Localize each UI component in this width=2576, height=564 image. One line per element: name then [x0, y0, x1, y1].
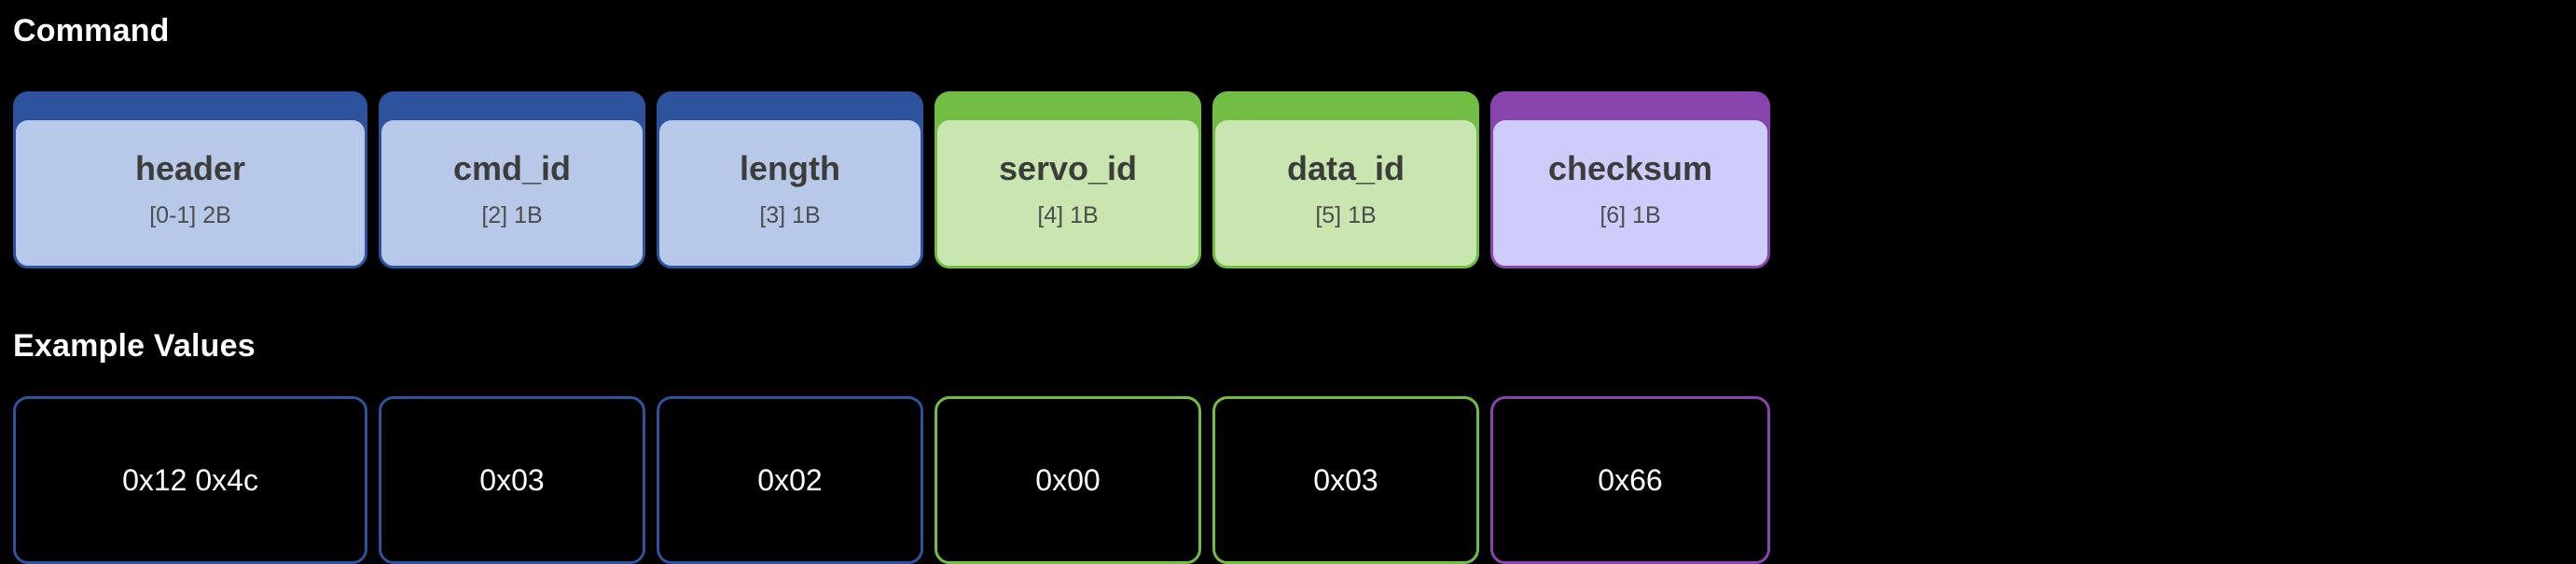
packet-field-header[interactable]: header [0-1] 2B [13, 91, 367, 268]
example-value-label: 0x00 [1035, 462, 1101, 497]
command-field-row: header [0-1] 2B cmd_id [2] 1B length [3] 1B se… [13, 91, 1770, 268]
example-value-box[interactable]: 0x00 [935, 396, 1201, 564]
field-name-label: length [740, 148, 840, 187]
example-values-section-title: Example Values [13, 328, 256, 364]
field-body-checksum: checksum [6] 1B [1490, 117, 1770, 268]
example-value-label: 0x02 [757, 462, 823, 497]
field-body-cmd-id: cmd_id [2] 1B [379, 117, 645, 268]
field-name-label: servo_id [998, 148, 1138, 187]
field-name-label: header [134, 148, 246, 187]
field-body-data-id: data_id [5] 1B [1212, 117, 1479, 268]
example-value-label: 0x66 [1598, 462, 1663, 497]
example-value-label: 0x12 0x4c [122, 462, 258, 497]
field-name-label: data_id [1286, 148, 1406, 187]
field-name-label: checksum [1547, 148, 1713, 187]
packet-diagram-canvas: Command header [0-1] 2B cmd_id [2] 1B length… [13, 13, 1770, 564]
example-value-box[interactable]: 0x03 [1212, 396, 1479, 564]
command-section-title: Command [13, 13, 170, 48]
packet-field-servo-id[interactable]: servo_id [4] 1B [935, 91, 1201, 268]
packet-field-cmd-id[interactable]: cmd_id [2] 1B [379, 91, 645, 268]
field-body-servo-id: servo_id [4] 1B [935, 117, 1201, 268]
packet-field-data-id[interactable]: data_id [5] 1B [1212, 91, 1479, 268]
field-byte-range-label: [0-1] 2B [149, 202, 231, 229]
field-byte-range-label: [3] 1B [759, 202, 821, 229]
field-byte-range-label: [2] 1B [481, 202, 543, 229]
example-value-box[interactable]: 0x02 [657, 396, 923, 564]
field-byte-range-label: [4] 1B [1037, 202, 1099, 229]
packet-field-checksum[interactable]: checksum [6] 1B [1490, 91, 1770, 268]
field-body-header: header [0-1] 2B [13, 117, 367, 268]
example-value-label: 0x03 [479, 462, 545, 497]
field-name-label: cmd_id [452, 148, 572, 187]
field-byte-range-label: [5] 1B [1315, 202, 1377, 229]
field-body-length: length [3] 1B [657, 117, 923, 268]
field-byte-range-label: [6] 1B [1600, 202, 1661, 229]
example-value-label: 0x03 [1313, 462, 1378, 497]
packet-field-length[interactable]: length [3] 1B [657, 91, 923, 268]
example-value-box[interactable]: 0x12 0x4c [13, 396, 367, 564]
example-value-row: 0x12 0x4c 0x03 0x02 0x00 0x03 0x66 [13, 396, 1770, 564]
example-value-box[interactable]: 0x03 [379, 396, 645, 564]
example-value-box[interactable]: 0x66 [1490, 396, 1770, 564]
